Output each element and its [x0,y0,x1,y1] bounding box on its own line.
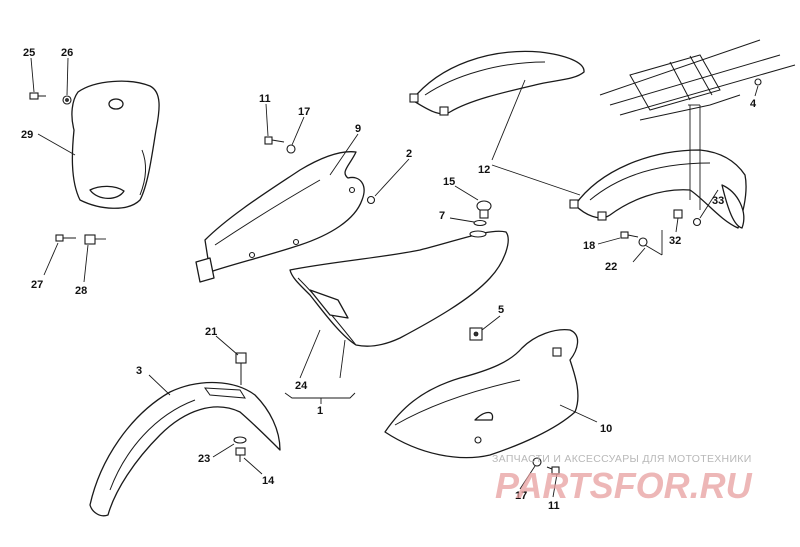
screw-2 [366,195,376,205]
leader-lines [30,57,759,498]
seat [289,230,509,347]
callout-28: 28 [75,285,87,297]
washer-17-bottom [532,457,542,467]
callout-1: 1 [317,405,323,417]
right-side-panel [384,329,579,459]
bolt-18 [620,231,639,239]
callout-26: 26 [61,47,73,59]
rear-fender-upper [409,50,585,116]
callout-5: 5 [498,304,504,316]
washer-26 [62,95,72,105]
callout-17-top: 17 [298,106,310,118]
grommet-5 [469,327,483,341]
spacer-23 [233,436,247,444]
rear-subframe [599,39,796,121]
callout-24: 24 [295,380,308,392]
left-side-panel [195,151,365,283]
callout-21: 21 [205,326,217,338]
svg-text:PARTSFOR.RU: PARTSFOR.RU [495,466,753,506]
callout-18: 18 [583,240,595,252]
callout-11-bottom: 11 [548,500,560,512]
bolt-33 [692,217,702,227]
bolt-32 [673,209,683,219]
bolt-11-top [264,136,285,145]
callout-29: 29 [21,129,33,141]
callout-25: 25 [23,47,35,59]
callout-33: 33 [712,195,724,207]
callout-9: 9 [355,123,361,135]
callout-27: 27 [31,279,43,291]
callout-23: 23 [198,453,210,465]
callout-11-top: 11 [259,93,271,105]
callout-17-bottom: 17 [515,490,527,502]
callout-32: 32 [669,235,681,247]
callout-15: 15 [443,176,455,188]
callout-14: 14 [262,475,275,487]
callout-labels: 25 26 29 27 28 11 17 9 2 15 7 12 4 33 18… [21,47,757,512]
callout-7: 7 [439,210,445,222]
rear-fender-lower [569,149,747,229]
washer-17-top [286,144,296,154]
callout-3: 3 [136,365,142,377]
nut-28 [84,234,96,245]
fuel-cap-15 [476,200,492,219]
bolt-21 [235,352,247,385]
watermark-caption: ЗАПЧАСТИ И АКСЕССУАРЫ ДЛЯ МОТОТЕХНИКИ [492,453,752,465]
bolt-27 [55,234,76,242]
callout-12: 12 [478,164,490,176]
washer-22 [638,237,648,247]
callout-10: 10 [600,423,612,435]
front-fender [89,381,281,517]
watermark-logo: PARTSFOR.RU [495,466,753,506]
front-number-plate [71,80,160,209]
bolt-25 [29,92,46,100]
callout-2: 2 [406,148,412,160]
gasket-7 [473,219,487,227]
callout-4: 4 [750,98,757,110]
callout-22: 22 [605,261,617,273]
bolt-14 [235,447,246,462]
bolt-11-bottom [546,466,560,475]
